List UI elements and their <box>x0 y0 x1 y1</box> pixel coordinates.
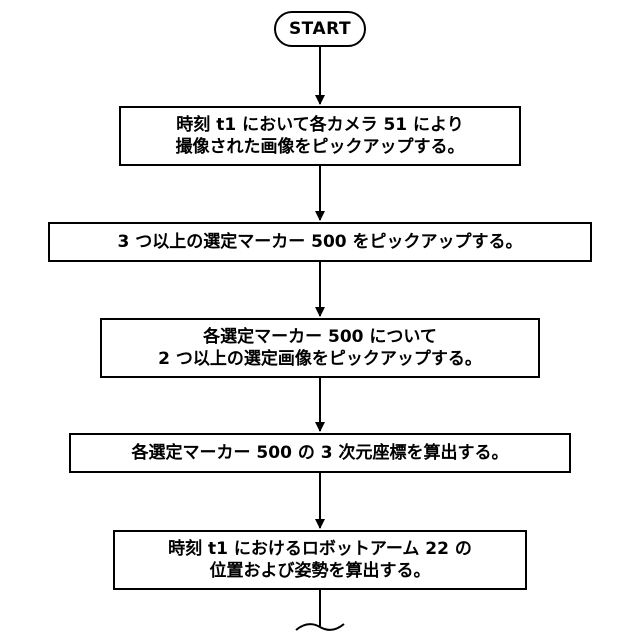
step-2-line-1: 3 つ以上の選定マーカー 500 をピックアップする。 <box>117 231 522 253</box>
start-label: START <box>289 19 351 39</box>
process-step-3: 各選定マーカー 500 について 2 つ以上の選定画像をピックアップする。 <box>100 318 540 378</box>
step-4-line-1: 各選定マーカー 500 の 3 次元座標を算出する。 <box>132 442 509 464</box>
process-step-1: 時刻 t1 において各カメラ 51 により 撮像された画像をピックアップする。 <box>119 106 521 166</box>
step-1-line-2: 撮像された画像をピックアップする。 <box>176 136 465 158</box>
step-3-line-1: 各選定マーカー 500 について <box>203 326 437 348</box>
step-3-line-2: 2 つ以上の選定画像をピックアップする。 <box>158 348 482 370</box>
step-5-line-2: 位置および姿勢を算出する。 <box>210 560 431 582</box>
process-step-4: 各選定マーカー 500 の 3 次元座標を算出する。 <box>69 433 571 473</box>
step-5-line-1: 時刻 t1 におけるロボットアーム 22 の <box>168 538 472 560</box>
start-terminal: START <box>274 11 366 47</box>
process-step-2: 3 つ以上の選定マーカー 500 をピックアップする。 <box>48 222 592 262</box>
step-1-line-1: 時刻 t1 において各カメラ 51 により <box>176 114 463 136</box>
process-step-5: 時刻 t1 におけるロボットアーム 22 の 位置および姿勢を算出する。 <box>113 530 527 590</box>
